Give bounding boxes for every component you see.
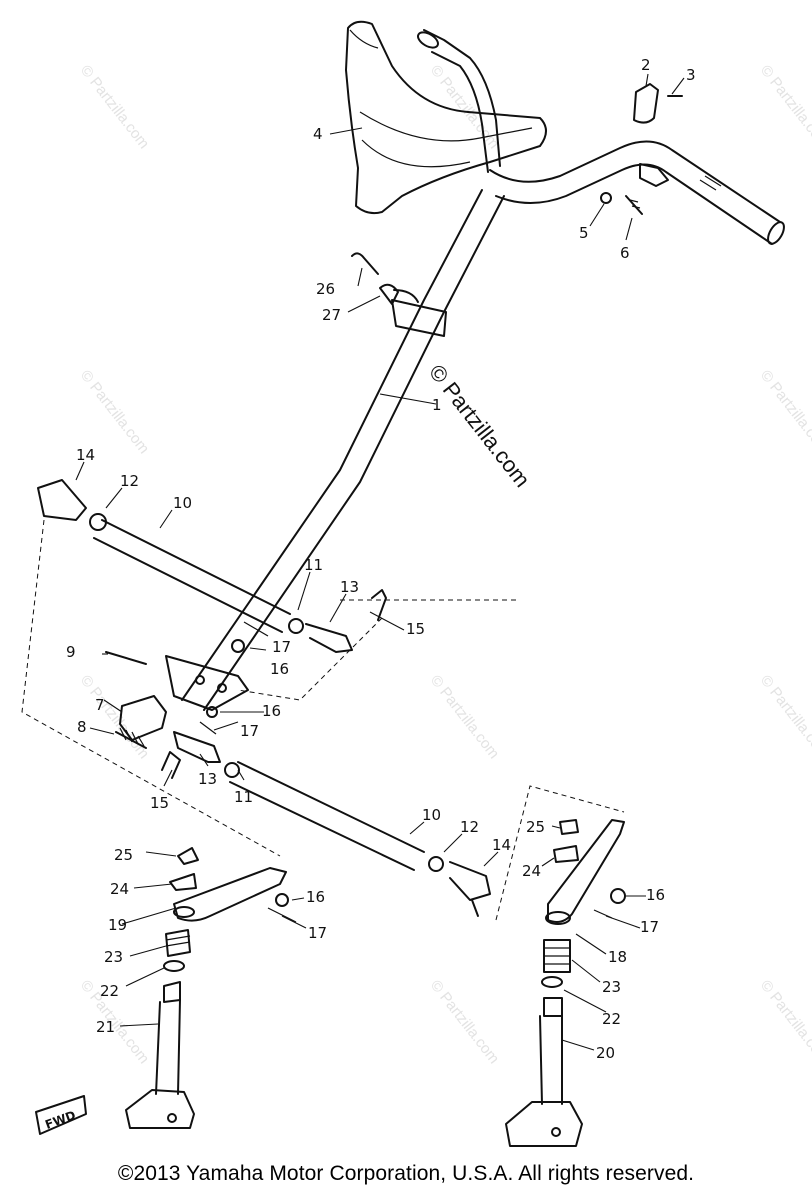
left-steering-arm xyxy=(169,847,287,922)
copyright-notice: ©2013 Yamaha Motor Corporation, U.S.A. A… xyxy=(117,1162,695,1185)
watermark: © Partzilla.com xyxy=(427,977,503,1067)
watermark: © Partzilla.com xyxy=(427,62,503,152)
callout-label: 17 xyxy=(240,722,259,740)
callout-label: 26 xyxy=(316,280,335,298)
callout-label: 24 xyxy=(522,862,541,880)
callout-label: 20 xyxy=(596,1044,615,1062)
fwd-arrow: FWD xyxy=(35,1095,87,1135)
callout-label: 16 xyxy=(306,888,325,906)
watermark: © Partzilla.com xyxy=(757,367,812,457)
callout-label: 25 xyxy=(114,846,133,864)
callout-label: 14 xyxy=(492,836,511,854)
watermark: © Partzilla.com xyxy=(77,62,153,152)
callout-label: 13 xyxy=(340,578,359,596)
watermark: © Partzilla.com xyxy=(757,977,812,1067)
callout-label: 19 xyxy=(108,916,127,934)
bolt-washer xyxy=(600,192,643,215)
callout-label: 21 xyxy=(96,1018,115,1036)
watermark: © Partzilla.com xyxy=(757,62,812,152)
callout-label: 9 xyxy=(66,643,76,661)
fwd-label: FWD xyxy=(43,1108,77,1132)
watermark: © Partzilla.com xyxy=(427,672,503,762)
tie-rod-left xyxy=(37,479,387,653)
callout-label: 17 xyxy=(272,638,291,656)
callout-label: 23 xyxy=(104,948,123,966)
callout-label: 12 xyxy=(460,818,479,836)
watermark: © Partzilla.com xyxy=(77,672,153,762)
callout-label: 24 xyxy=(110,880,129,898)
handlebar xyxy=(417,29,785,245)
steering-column xyxy=(181,189,505,711)
callout-label: 8 xyxy=(77,718,87,736)
nuts-and-cotter-pins xyxy=(199,621,626,923)
lower-column-bracket xyxy=(165,655,249,711)
callout-label: 15 xyxy=(150,794,169,812)
callout-label: 10 xyxy=(173,494,192,512)
column-bushing xyxy=(105,651,167,749)
callout-label: 5 xyxy=(579,224,589,242)
handlebar-pad xyxy=(345,20,547,215)
callout-label: 23 xyxy=(602,978,621,996)
callout-label: 2 xyxy=(641,56,651,74)
callout-label: 27 xyxy=(322,306,341,324)
callouts: 1 2 3 4 5 6 7 8 9 10 10 11 11 12 12 13 1… xyxy=(66,56,696,1062)
callout-label: 11 xyxy=(304,556,323,574)
center-watermark: © Partzilla.com xyxy=(424,360,535,492)
callout-label: 18 xyxy=(608,948,627,966)
right-spindle xyxy=(505,939,583,1147)
watermark: © Partzilla.com xyxy=(77,367,153,457)
left-spindle xyxy=(125,929,195,1129)
throttle-housing xyxy=(633,83,683,187)
callout-label: 17 xyxy=(308,924,327,942)
steering-assembly-diagram: © Partzilla.com © Partzilla.com © Partzi… xyxy=(21,20,812,1147)
column-clamp-bolt xyxy=(351,252,399,305)
reference-lines xyxy=(21,519,625,921)
callout-label: 16 xyxy=(262,702,281,720)
right-steering-arm xyxy=(545,819,625,925)
callout-label: 16 xyxy=(270,660,289,678)
callout-label: 14 xyxy=(76,446,95,464)
callout-label: 3 xyxy=(686,66,696,84)
callout-label: 7 xyxy=(95,696,105,714)
watermark: © Partzilla.com xyxy=(757,672,812,762)
callout-label: 22 xyxy=(602,1010,621,1028)
callout-label: 13 xyxy=(198,770,217,788)
callout-label: 15 xyxy=(406,620,425,638)
callout-label: 11 xyxy=(234,788,253,806)
callout-label: 10 xyxy=(422,806,441,824)
callout-label: 1 xyxy=(432,396,442,414)
callout-label: 25 xyxy=(526,818,545,836)
tie-rod-right xyxy=(161,731,491,917)
callout-label: 22 xyxy=(100,982,119,1000)
callout-label: 12 xyxy=(120,472,139,490)
callout-label: 6 xyxy=(620,244,630,262)
callout-label: 4 xyxy=(313,125,323,143)
callout-label: 17 xyxy=(640,918,659,936)
leader-lines xyxy=(75,73,685,1051)
callout-label: 16 xyxy=(646,886,665,904)
